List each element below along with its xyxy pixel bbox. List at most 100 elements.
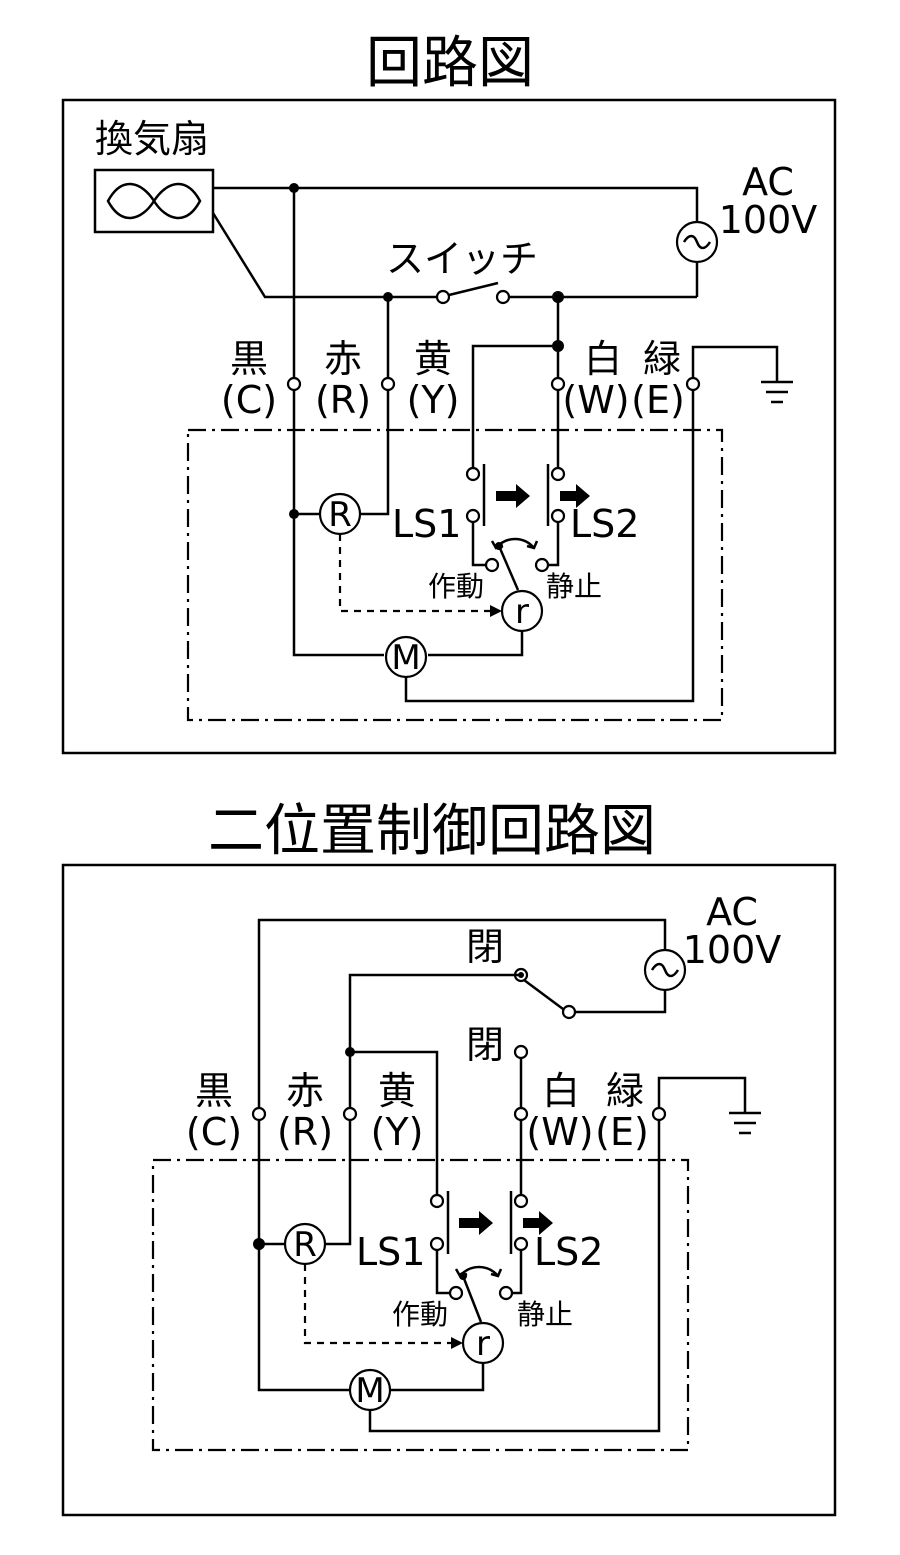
wire-y-ext bbox=[348, 973, 521, 1108]
arrow-icon bbox=[523, 1211, 553, 1235]
wire-relay-r bbox=[325, 1120, 352, 1246]
terminal-code-w: (W) bbox=[562, 378, 629, 422]
wire-ac-down bbox=[575, 990, 667, 1014]
operate-label: 作動 bbox=[392, 1298, 448, 1331]
contact-terminal bbox=[561, 1004, 577, 1020]
terminal-color-y: 黄 bbox=[414, 337, 452, 381]
arrow-icon bbox=[451, 1337, 463, 1349]
terminal-color-r: 赤 bbox=[324, 337, 362, 381]
terminal-code-r: (R) bbox=[277, 1110, 333, 1154]
actuator-housing bbox=[151, 1158, 690, 1452]
operate-terminal bbox=[448, 1285, 464, 1301]
actuator-housing bbox=[186, 428, 724, 722]
wire-relay-motor bbox=[391, 1363, 485, 1392]
diagram-frame bbox=[61, 863, 837, 1517]
fan-icon bbox=[106, 182, 202, 220]
contact-label-1: 閉 bbox=[466, 925, 504, 969]
arrow-icon bbox=[496, 484, 530, 508]
wire-top bbox=[257, 918, 667, 1108]
terminal bbox=[251, 1106, 267, 1122]
terminal bbox=[342, 1106, 358, 1122]
ac-label-1: AC bbox=[742, 160, 794, 204]
terminal bbox=[380, 376, 396, 392]
ls2-terminal bbox=[550, 508, 566, 524]
fan-box bbox=[93, 168, 215, 234]
ls1-terminal bbox=[465, 466, 481, 482]
terminal-color-c: 黒 bbox=[230, 337, 268, 381]
ls1-terminal bbox=[429, 1236, 445, 1252]
wire-ls2-stop bbox=[512, 1250, 523, 1295]
terminal-code-w: (W) bbox=[526, 1110, 593, 1154]
terminal-color-c: 黒 bbox=[195, 1069, 233, 1113]
diagram-wiring: 回路図 換気扇 AC 100V スイッチ 黒 (C) 赤 bbox=[61, 31, 837, 755]
relay-link bbox=[303, 1264, 457, 1345]
wire-motor-e bbox=[368, 1120, 661, 1433]
terminal-color-e: 緑 bbox=[606, 1069, 644, 1113]
wire-c-internal bbox=[292, 390, 384, 657]
ls2-label: LS2 bbox=[570, 502, 639, 546]
fan-label: 換気扇 bbox=[95, 117, 209, 161]
diagram-two-position: 二位置制御回路図 AC 100V 閉 閉 黒 (C) 赤 (R) 黄 (Y) 白… bbox=[61, 799, 837, 1517]
wire-relay-motor bbox=[428, 631, 524, 657]
contact-terminal bbox=[513, 1044, 529, 1060]
ls1-terminal bbox=[429, 1193, 445, 1209]
ls1-label: LS1 bbox=[392, 502, 461, 546]
wire-ls1-operate bbox=[471, 522, 486, 567]
relay-contact-label: r bbox=[515, 592, 529, 632]
relay-contact-label: r bbox=[476, 1324, 490, 1364]
relay-coil-label: R bbox=[328, 495, 352, 535]
diagram-frame bbox=[61, 98, 837, 755]
terminal-color-y: 黄 bbox=[378, 1069, 416, 1113]
terminal-color-r: 赤 bbox=[286, 1069, 324, 1113]
motor-label: M bbox=[355, 1371, 384, 1411]
arrow-icon bbox=[459, 1211, 493, 1235]
ls1-label: LS1 bbox=[356, 1230, 425, 1274]
terminal-color-w: 白 bbox=[542, 1069, 580, 1113]
terminal bbox=[513, 1106, 529, 1122]
operate-terminal bbox=[484, 557, 500, 573]
wire-c-internal bbox=[257, 1120, 349, 1392]
wire-motor-e bbox=[404, 390, 695, 703]
terminal bbox=[651, 1106, 667, 1122]
terminal-code-c: (C) bbox=[186, 1110, 242, 1154]
contact-arm bbox=[523, 978, 564, 1011]
terminal-color-e: 緑 bbox=[643, 337, 681, 381]
ls2-terminal bbox=[513, 1236, 529, 1252]
ac-wave-icon bbox=[650, 962, 680, 978]
ls2-terminal bbox=[550, 466, 566, 482]
switch-terminal bbox=[435, 289, 451, 305]
diagram-title: 二位置制御回路図 bbox=[208, 799, 656, 864]
ac-label-2: 100V bbox=[683, 928, 782, 972]
wire-y-ls1 bbox=[350, 1050, 439, 1195]
motor-label: M bbox=[391, 638, 420, 678]
terminal-code-e: (E) bbox=[595, 1110, 649, 1154]
wire-ground bbox=[691, 345, 779, 382]
switch-label: スイッチ bbox=[386, 237, 538, 281]
contact-label-2: 閉 bbox=[466, 1023, 504, 1067]
terminal-code-y: (Y) bbox=[371, 1110, 424, 1154]
relay-coil-label: R bbox=[293, 1225, 317, 1265]
wire-relay-r bbox=[360, 390, 390, 516]
terminal bbox=[550, 376, 566, 392]
arrow-icon bbox=[560, 484, 590, 508]
terminal-code-r: (R) bbox=[315, 378, 371, 422]
switch-terminal bbox=[495, 289, 511, 305]
wire-ls2-stop bbox=[548, 522, 560, 567]
operate-label: 作動 bbox=[428, 570, 484, 603]
ls2-label: LS2 bbox=[534, 1230, 603, 1274]
ac-label-1: AC bbox=[706, 890, 758, 934]
terminal-code-y: (Y) bbox=[407, 378, 460, 422]
ls1-terminal bbox=[465, 508, 481, 524]
arrow-icon bbox=[490, 605, 502, 617]
relay-arm bbox=[497, 545, 520, 591]
wire-top bbox=[213, 186, 699, 222]
stop-label: 静止 bbox=[546, 570, 602, 603]
terminal bbox=[286, 376, 302, 392]
ac-wave-icon bbox=[682, 234, 712, 250]
ls2-terminal bbox=[513, 1193, 529, 1209]
ac-label-2: 100V bbox=[719, 198, 818, 242]
stop-terminal bbox=[534, 557, 550, 573]
terminal-color-w: 白 bbox=[584, 337, 622, 381]
stop-terminal bbox=[498, 1285, 514, 1301]
terminal-code-c: (C) bbox=[221, 378, 277, 422]
